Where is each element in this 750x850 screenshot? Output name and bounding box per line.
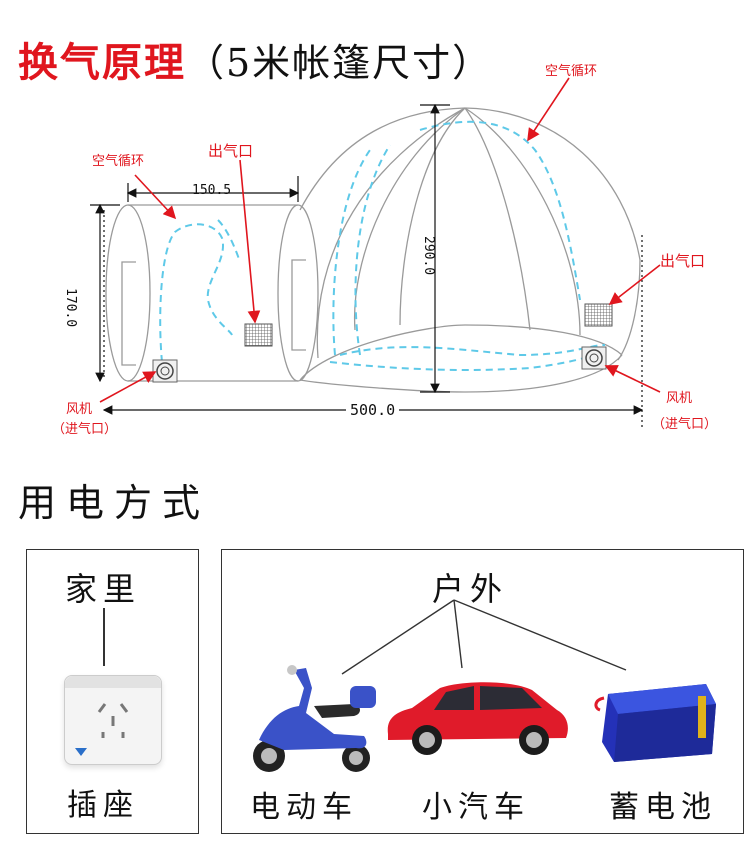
outdoor-connector-lines bbox=[341, 599, 627, 675]
label-air-circulation-right: 空气循环 bbox=[545, 64, 598, 79]
tunnel-outline bbox=[105, 204, 319, 382]
electric-scooter-icon bbox=[253, 665, 376, 772]
diagram-title: 换气原理（5米帐篷尺寸） bbox=[18, 30, 492, 88]
outdoor-box: 户外 电动车 小汽车 蓄电池 bbox=[221, 549, 744, 834]
socket-icon bbox=[64, 675, 162, 765]
label-air-circulation-left: 空气循环 bbox=[92, 154, 145, 169]
outlet-grille-right bbox=[584, 303, 613, 327]
outlet-grille-left bbox=[244, 323, 273, 347]
dim-dome-height: 290.0 bbox=[421, 236, 436, 276]
home-title: 家里 bbox=[65, 570, 142, 608]
label-fan-right-line1: 风机 bbox=[666, 391, 693, 406]
label-outlet-left: 出气口 bbox=[208, 142, 254, 160]
tent-ventilation-diagram bbox=[90, 77, 661, 428]
outdoor-item-car: 小汽车 bbox=[422, 790, 530, 825]
dim-tunnel-length: 150.5 bbox=[192, 183, 232, 198]
label-fan-right-line2: （进气口） bbox=[652, 417, 718, 432]
label-leaders bbox=[99, 77, 661, 403]
title-main: 换气原理 bbox=[18, 39, 186, 86]
outdoor-item-battery: 蓄电池 bbox=[609, 790, 717, 825]
title-sub: （5米帐篷尺寸） bbox=[186, 41, 493, 85]
fan-right bbox=[581, 346, 607, 370]
label-fan-left-line1: 风机 bbox=[66, 402, 93, 417]
home-box: 家里 插座 bbox=[26, 549, 199, 834]
home-connector-line bbox=[103, 608, 105, 666]
car-icon bbox=[387, 682, 568, 755]
label-outlet-right: 出气口 bbox=[660, 252, 706, 270]
label-fan-left-line2: （进气口） bbox=[52, 422, 118, 437]
outdoor-title: 户外 bbox=[432, 570, 509, 608]
dim-total-length: 500.0 bbox=[346, 401, 400, 419]
home-item-socket: 插座 bbox=[67, 788, 139, 823]
outdoor-item-scooter: 电动车 bbox=[250, 790, 358, 825]
battery-icon bbox=[594, 684, 716, 762]
dim-tunnel-height: 170.0 bbox=[63, 288, 78, 328]
fan-left bbox=[152, 359, 178, 383]
power-section-title: 用电方式 bbox=[18, 481, 211, 525]
